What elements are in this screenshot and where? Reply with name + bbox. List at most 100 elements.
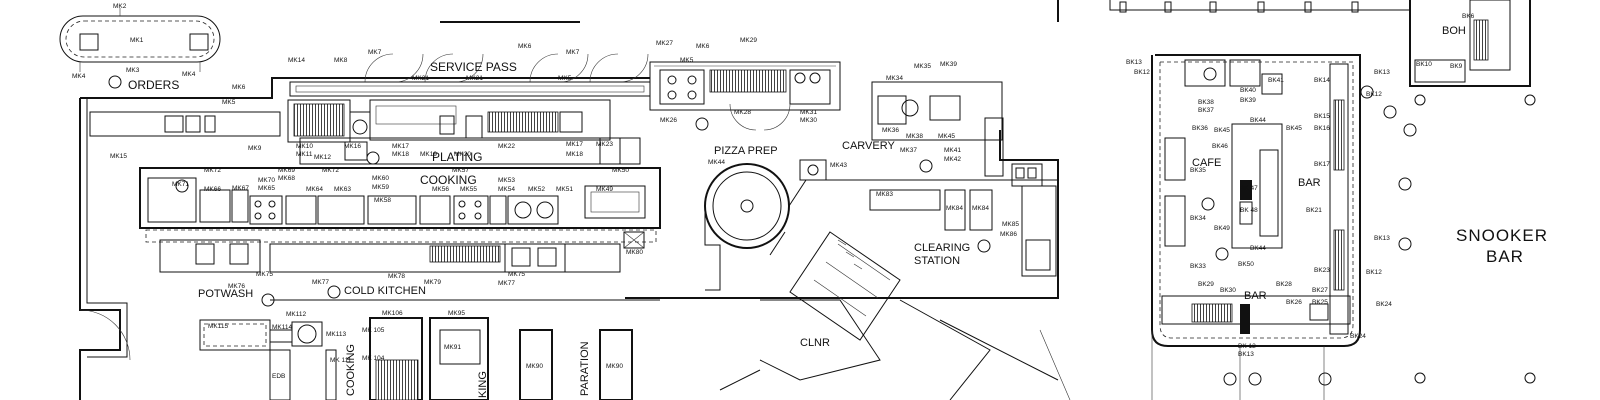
service-pass-doors <box>289 53 651 97</box>
tag-mk52: MK52 <box>528 186 545 193</box>
tag-mk60: MK60 <box>372 175 389 182</box>
tag-bk27: BK27 <box>1312 287 1328 294</box>
tag-mk53: MK53 <box>498 177 515 184</box>
tag-mk28: MK28 <box>734 109 751 116</box>
tag-mk54: MK54 <box>498 186 515 193</box>
label-bar-lower: BAR <box>1244 290 1267 302</box>
tag-mk71: MK71 <box>172 181 189 188</box>
carvery <box>871 81 1043 187</box>
tag-mk111: MK 111 <box>330 357 352 364</box>
tag-mk34: MK34 <box>886 75 903 82</box>
pizza-pass-equipment <box>659 69 831 131</box>
tag-mk6b: MK6 <box>696 43 710 50</box>
tag-bk39: BK39 <box>1240 97 1256 104</box>
tag-mk90a: MK90 <box>526 363 543 370</box>
tag-mk5c: MK5 <box>558 75 572 82</box>
tag-bk41: BK41 <box>1268 77 1284 84</box>
tag-mk80: MK80 <box>626 249 643 256</box>
label-cold-kitchen: COLD KITCHEN <box>344 285 426 297</box>
tag-mk83: MK83 <box>876 191 893 198</box>
tag-mk27: MK27 <box>656 40 673 47</box>
lower-rooms <box>79 309 633 400</box>
label-cooking: COOKING <box>420 173 477 187</box>
label-snooker: SNOOKER <box>1456 226 1548 245</box>
tag-mk29: MK29 <box>740 37 757 44</box>
tag-mk42: MK42 <box>944 156 961 163</box>
tag-bk26: BK26 <box>1286 299 1302 306</box>
pizza-oven <box>704 159 827 291</box>
tag-mk67: MK67 <box>232 185 249 192</box>
tag-bk36: BK36 <box>1192 125 1208 132</box>
tag-bk12d: BK 12 <box>1238 343 1256 350</box>
tag-bk30: BK30 <box>1220 287 1236 294</box>
tag-mk49: MK49 <box>596 186 613 193</box>
label-service-pass: SERVICE PASS <box>430 60 517 74</box>
tag-mk104: MK 104 <box>362 355 385 362</box>
tag-mk12: MK12 <box>314 154 331 161</box>
tag-bk13c: BK13 <box>1374 235 1390 242</box>
tag-bk24a: BK24 <box>1376 301 1392 308</box>
tag-mk65: MK65 <box>258 185 275 192</box>
tag-bk9: BK9 <box>1450 63 1463 70</box>
tag-bk49: BK49 <box>1214 225 1230 232</box>
tag-mk106: MK106 <box>382 310 403 317</box>
tag-mk22: MK22 <box>498 143 515 150</box>
tag-bk33: BK33 <box>1190 263 1206 270</box>
tag-mk78: MK78 <box>388 273 405 280</box>
tag-mk18: MK18 <box>392 151 409 158</box>
label-potwash: POTWASH <box>198 288 253 300</box>
tag-bk46: BK46 <box>1212 143 1228 150</box>
tag-mk84b: MK84 <box>972 205 989 212</box>
tag-mk68: MK68 <box>278 175 295 182</box>
tag-mk5b: MK5 <box>222 99 236 106</box>
orders-counter <box>59 8 221 72</box>
kitchen-walls <box>79 0 1059 400</box>
tag-mk8: MK8 <box>334 57 348 64</box>
tag-mk112: MK112 <box>286 311 306 318</box>
label-cooking-vertical: COOKING <box>345 344 357 396</box>
tag-db: EDB <box>272 373 285 380</box>
tag-mk113: MK113 <box>326 331 346 338</box>
tag-bk40: BK40 <box>1240 87 1256 94</box>
tag-mk90b: MK90 <box>606 363 623 370</box>
tag-mk20: MK20 <box>454 151 471 158</box>
tag-mk14: MK14 <box>288 57 305 64</box>
tag-bk10: BK10 <box>1416 61 1432 68</box>
tag-mk23: MK23 <box>596 141 613 148</box>
tag-mk7b: MK7 <box>566 49 580 56</box>
tag-mk72b: MK72 <box>322 167 339 174</box>
label-king-vertical: KING <box>477 371 489 398</box>
tag-mk26: MK26 <box>660 117 677 124</box>
tag-mk44: MK44 <box>708 159 725 166</box>
tag-mk115: MK115 <box>208 323 228 330</box>
tag-mk55: MK55 <box>460 186 477 193</box>
tag-mk51: MK51 <box>556 186 573 193</box>
tag-bk50: BK50 <box>1238 261 1254 268</box>
tag-mk69: MK69 <box>278 167 295 174</box>
tag-bk47: BK 47 <box>1240 185 1258 192</box>
tag-mk16: MK16 <box>344 143 361 150</box>
tag-mk15: MK15 <box>110 153 127 160</box>
tag-mk91: MK91 <box>444 344 461 351</box>
tag-mk30: MK30 <box>800 117 817 124</box>
tag-bk37: BK37 <box>1198 107 1214 114</box>
tag-mk56: MK56 <box>432 186 449 193</box>
bar-cafe-plan <box>1109 0 1536 400</box>
tag-mk43: MK43 <box>830 162 847 169</box>
tag-mk50: MK50 <box>612 167 629 174</box>
tag-mk72a: MK72 <box>204 167 221 174</box>
tag-mk63: MK63 <box>334 186 351 193</box>
tag-mk39: MK39 <box>940 61 957 68</box>
tag-bk13a: BK13 <box>1126 59 1142 66</box>
tag-mk38: MK38 <box>906 133 923 140</box>
tag-mk9: MK9 <box>248 145 262 152</box>
label-clnr: CLNR <box>800 337 830 349</box>
tag-mk3: MK3 <box>126 67 140 74</box>
tag-mk105: MK 105 <box>362 327 385 334</box>
tag-mk2: MK2 <box>113 3 127 10</box>
pass-counters <box>89 99 641 165</box>
tag-bk44b: BK44 <box>1250 245 1266 252</box>
tag-bk13b: BK13 <box>1374 69 1390 76</box>
tag-mk70b: MK57 <box>452 167 469 174</box>
clearing-station <box>869 185 1057 277</box>
